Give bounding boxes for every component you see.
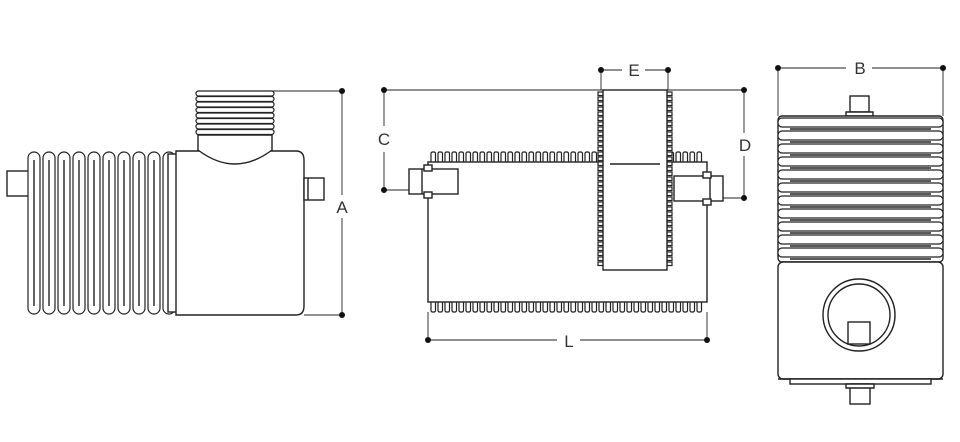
end-rib xyxy=(777,169,944,180)
side-riser-rib xyxy=(195,123,275,130)
top-view-lower-ribs xyxy=(430,300,703,313)
side-riser-rib xyxy=(195,95,275,103)
end-rib xyxy=(777,208,944,219)
dimension-b: B xyxy=(775,59,946,116)
dimension-c-label: C xyxy=(378,130,390,149)
end-rib xyxy=(777,195,944,206)
end-rib xyxy=(777,182,944,193)
side-riser-rib xyxy=(195,128,275,136)
end-rib xyxy=(777,247,944,258)
dimension-d: D xyxy=(667,87,751,201)
dimension-l-label: L xyxy=(564,332,573,351)
dimension-d-label: D xyxy=(739,136,751,155)
dimension-a-label: A xyxy=(336,198,348,217)
dimension-b-label: B xyxy=(854,59,865,78)
top-outlet-pipe xyxy=(673,175,724,202)
dimension-e: E xyxy=(598,61,671,90)
side-ribbed-section xyxy=(27,151,179,315)
end-view: B xyxy=(775,59,946,405)
dimension-l: L xyxy=(425,312,710,351)
side-left-pipe xyxy=(6,170,30,197)
dimension-c: C xyxy=(378,87,603,193)
end-outlet-circle xyxy=(822,278,896,352)
end-ribbed-section xyxy=(777,115,944,263)
side-riser-rib xyxy=(195,101,275,108)
top-inlet-pipe xyxy=(408,168,459,195)
side-riser xyxy=(195,90,275,136)
side-end-body xyxy=(175,150,305,316)
end-top-nub xyxy=(849,95,870,113)
side-riser-rib xyxy=(195,117,275,125)
dimension-e-label: E xyxy=(628,61,639,80)
side-riser-rib xyxy=(195,112,275,119)
side-riser-collar xyxy=(197,134,273,165)
end-outlet-square xyxy=(847,321,871,345)
side-view: A xyxy=(6,88,348,318)
end-rib xyxy=(777,156,944,167)
end-rib xyxy=(777,221,944,232)
side-right-pipe xyxy=(303,177,325,201)
end-rib xyxy=(777,130,944,141)
side-riser-rib xyxy=(195,90,275,97)
end-rib xyxy=(777,143,944,154)
top-riser xyxy=(602,89,668,271)
end-rib xyxy=(777,117,944,128)
top-view: E C D L xyxy=(378,61,751,351)
dimension-a: A xyxy=(272,88,348,318)
side-riser-rib xyxy=(195,106,275,114)
end-rib xyxy=(777,234,944,245)
